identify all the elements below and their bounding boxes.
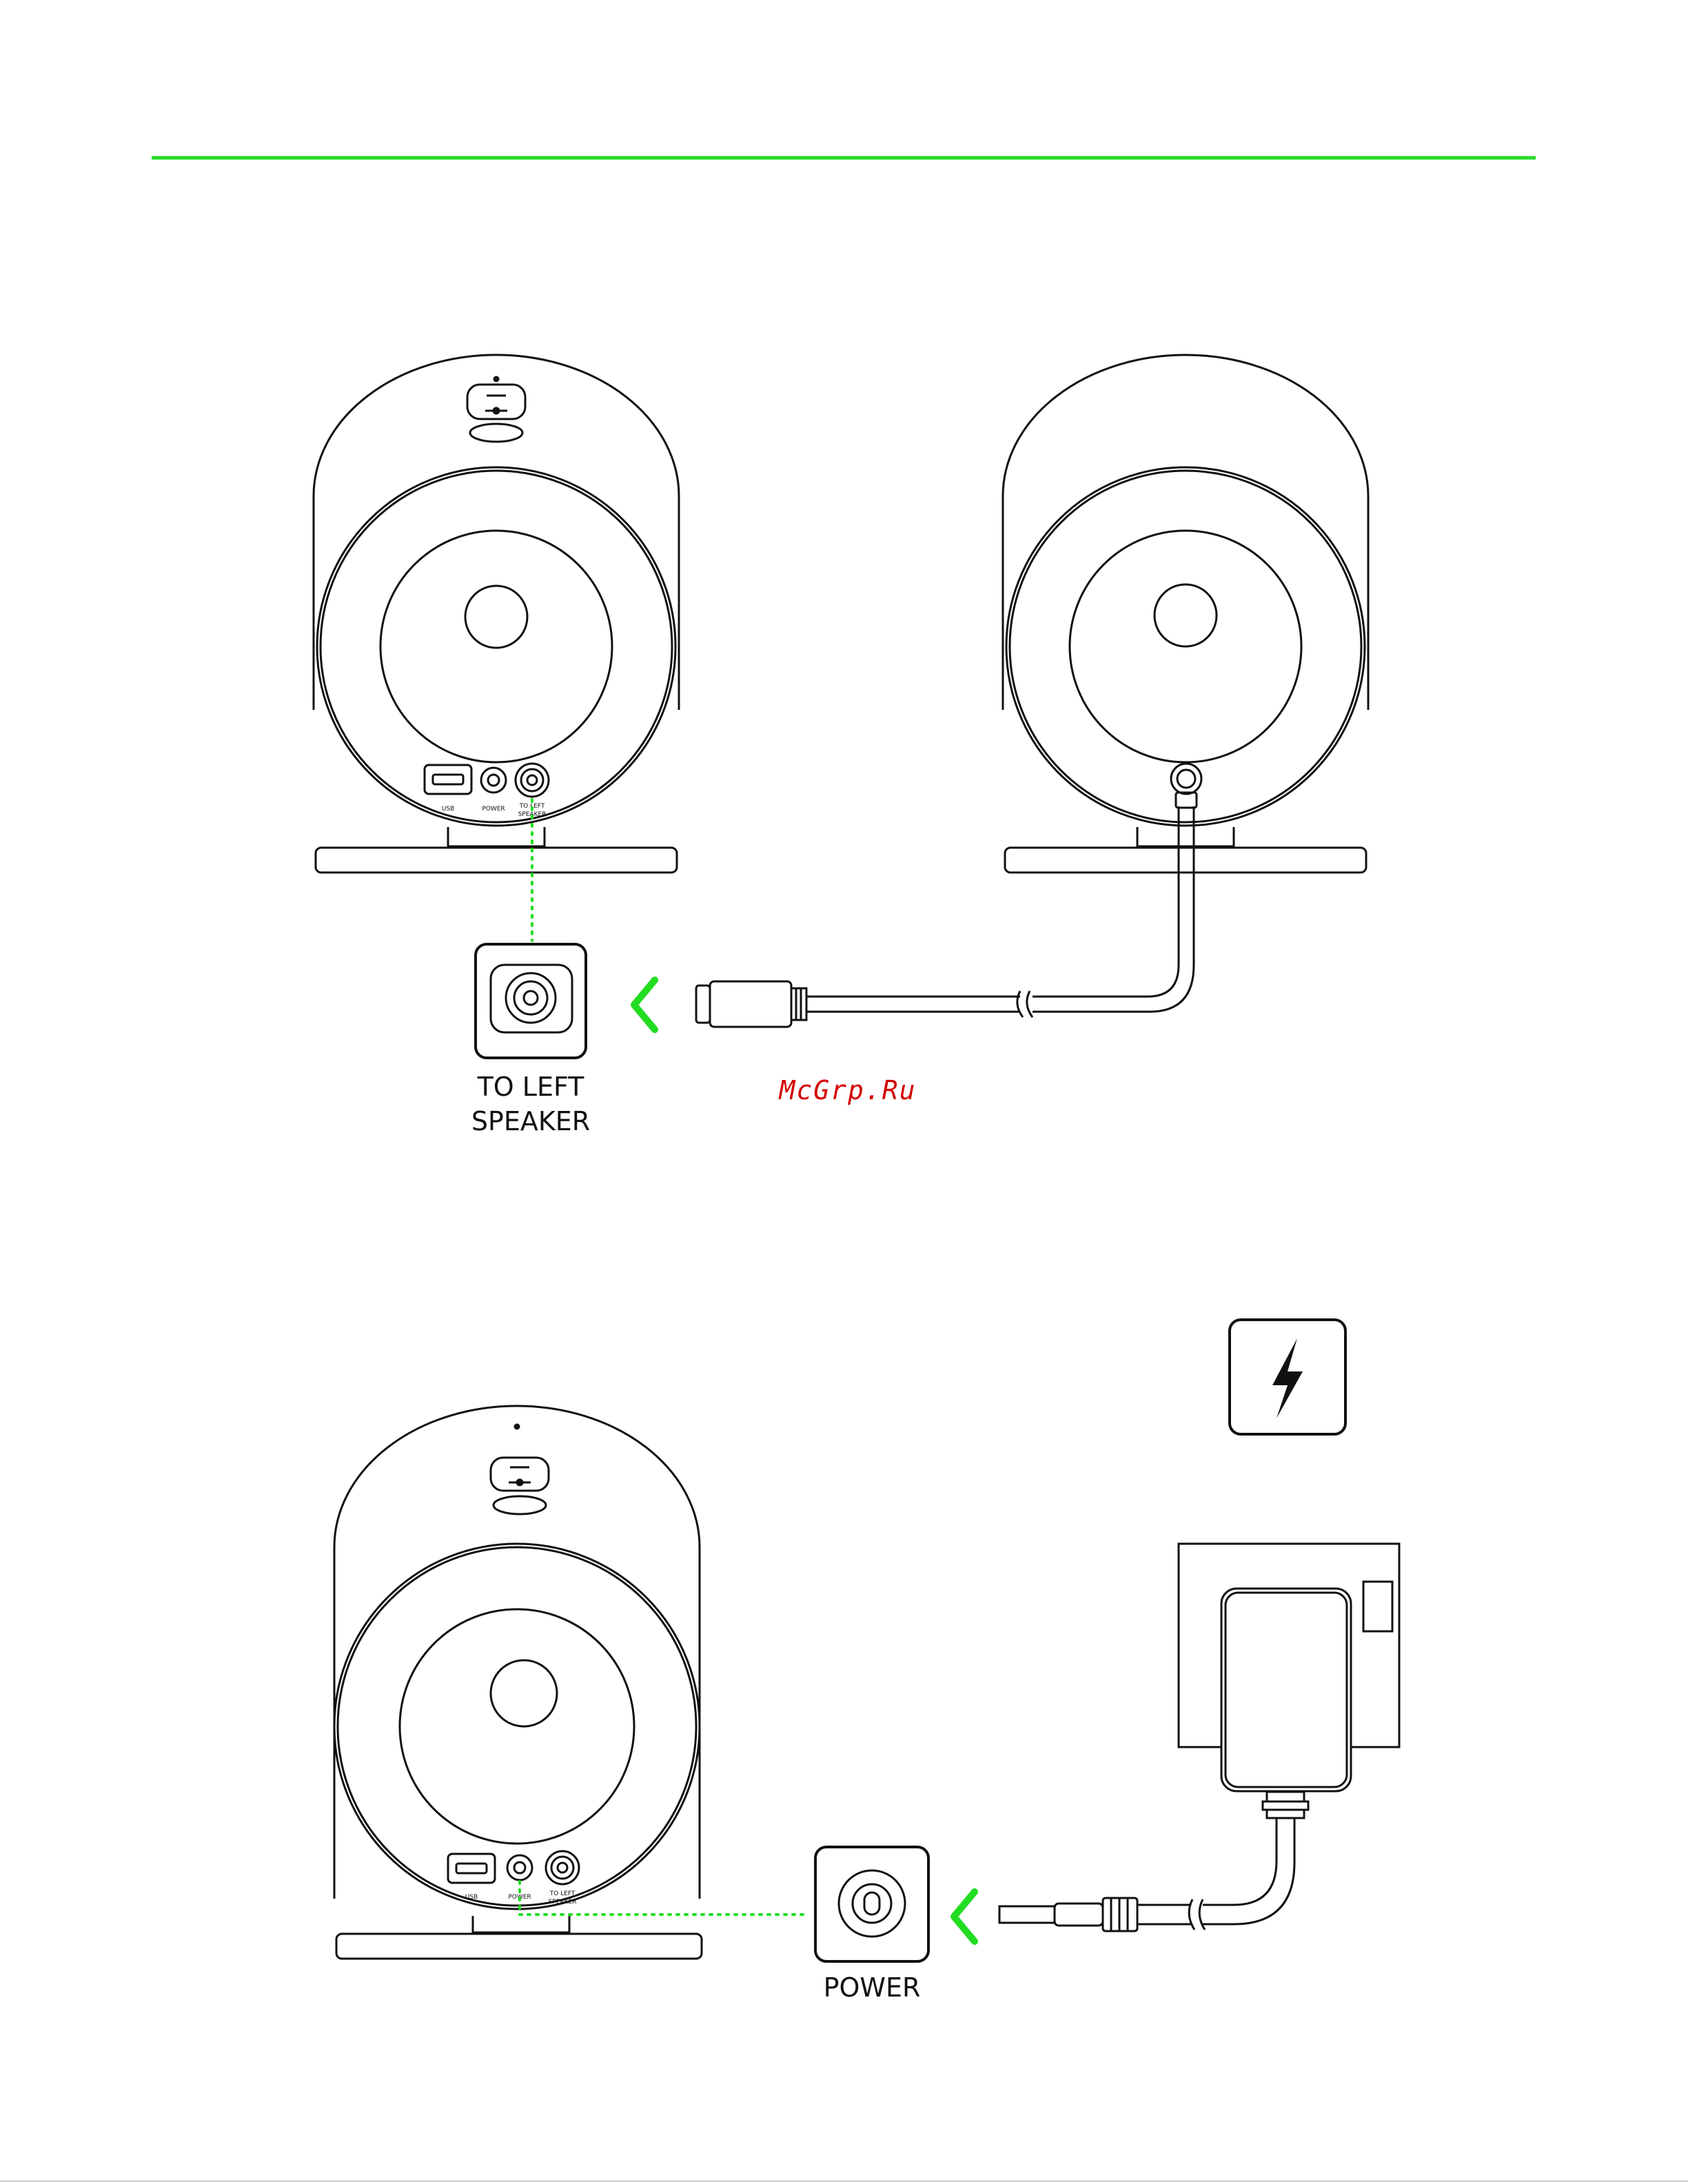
speaker-base (316, 848, 677, 872)
speaker-cable (696, 806, 1194, 1027)
usb-port-label: USB (465, 1894, 478, 1901)
chevron-left-icon (634, 980, 655, 1030)
chevron-left-icon (954, 1892, 975, 1941)
power-callout-label: POWER (824, 1972, 921, 2003)
power-port (481, 768, 506, 793)
to-left-port-label-line1: TO LEFT (549, 1890, 576, 1897)
to-left-port-label-line2: SPEAKER (549, 1899, 577, 1906)
watermark: McGrp.Ru (777, 1075, 916, 1105)
power-callout (815, 1847, 928, 1961)
to-left-callout-label-line2: SPEAKER (471, 1106, 590, 1136)
usb-port-label: USB (442, 806, 454, 813)
connect-button (494, 1496, 546, 1514)
speaker-base (1005, 848, 1366, 872)
right-speaker-top (1003, 355, 1368, 872)
speaker-base (336, 1934, 702, 1959)
connect-button (470, 424, 522, 442)
to-left-speaker-callout (476, 944, 586, 1058)
dotted-connector (520, 1881, 806, 1915)
power-port-label: POWER (482, 806, 505, 813)
usb-port (425, 765, 471, 794)
to-left-callout-label-line1: TO LEFT (477, 1072, 585, 1102)
left-speaker-top (314, 355, 679, 872)
lightning-bolt-icon (1230, 1320, 1345, 1434)
left-speaker-bottom (334, 1406, 702, 1959)
power-port (507, 1855, 532, 1880)
usb-port (448, 1854, 495, 1883)
power-adapter (999, 1544, 1399, 1931)
